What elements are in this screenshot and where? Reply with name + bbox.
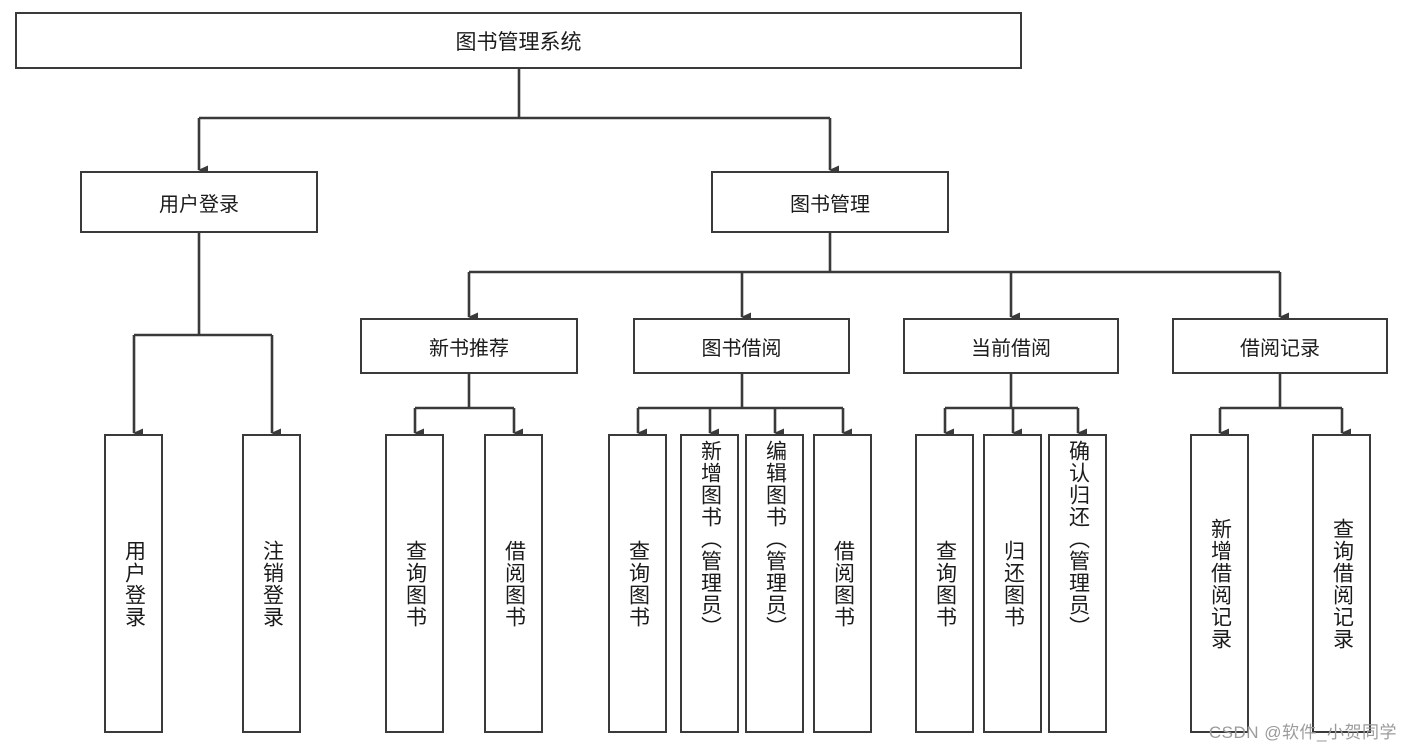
node-root[interactable]: 图书管理系统 (15, 12, 1022, 69)
leaf-query-book-2[interactable]: 查询图书 (608, 434, 667, 733)
node-new-book-recommend[interactable]: 新书推荐 (360, 318, 578, 374)
leaf-query-book-1[interactable]: 查询图书 (385, 434, 444, 733)
node-book-manage-label: 图书管理 (790, 193, 870, 216)
leaf-query-book-1-label: 查询图书 (403, 539, 427, 628)
node-user-login[interactable]: 用户登录 (80, 171, 318, 233)
leaf-user-login[interactable]: 用户登录 (104, 434, 163, 733)
node-user-login-label: 用户登录 (159, 193, 239, 216)
leaf-edit-book-label: 编辑图书（管理员） (763, 440, 787, 638)
leaf-confirm-return-label: 确认归还（管理员） (1066, 440, 1090, 638)
leaf-query-book-3-label: 查询图书 (933, 539, 957, 628)
node-root-label: 图书管理系统 (455, 30, 582, 54)
leaf-query-book-3[interactable]: 查询图书 (915, 434, 974, 733)
leaf-borrow-book-1-label: 借阅图书 (502, 539, 526, 628)
leaf-borrow-book-1[interactable]: 借阅图书 (484, 434, 543, 733)
leaf-return-book[interactable]: 归还图书 (983, 434, 1042, 733)
leaf-confirm-return[interactable]: 确认归还（管理员） (1048, 434, 1107, 733)
node-book-borrow[interactable]: 图书借阅 (633, 318, 850, 374)
leaf-user-login-label: 用户登录 (122, 539, 146, 628)
leaf-user-logout[interactable]: 注销登录 (242, 434, 301, 733)
leaf-borrow-book-2-label: 借阅图书 (831, 539, 855, 628)
leaf-add-borrow-record[interactable]: 新增借阅记录 (1190, 434, 1249, 733)
node-new-book-recommend-label: 新书推荐 (429, 337, 509, 360)
node-borrow-record[interactable]: 借阅记录 (1172, 318, 1388, 374)
node-current-borrow[interactable]: 当前借阅 (903, 318, 1119, 374)
watermark: CSDN @软件_小贺同学 (1208, 723, 1397, 742)
leaf-query-borrow-record[interactable]: 查询借阅记录 (1312, 434, 1371, 733)
leaf-edit-book[interactable]: 编辑图书（管理员） (745, 434, 804, 733)
leaf-user-logout-label: 注销登录 (260, 539, 284, 628)
leaf-query-borrow-record-label: 查询借阅记录 (1330, 517, 1354, 650)
node-book-borrow-label: 图书借阅 (701, 337, 782, 360)
leaf-return-book-label: 归还图书 (1001, 539, 1025, 628)
leaf-add-borrow-record-label: 新增借阅记录 (1208, 517, 1232, 650)
node-book-manage[interactable]: 图书管理 (711, 171, 949, 233)
leaf-add-book-label: 新增图书（管理员） (698, 440, 722, 638)
node-current-borrow-label: 当前借阅 (971, 337, 1051, 360)
leaf-borrow-book-2[interactable]: 借阅图书 (813, 434, 872, 733)
leaf-add-book[interactable]: 新增图书（管理员） (680, 434, 739, 733)
node-borrow-record-label: 借阅记录 (1240, 337, 1320, 360)
leaf-query-book-2-label: 查询图书 (626, 539, 650, 628)
